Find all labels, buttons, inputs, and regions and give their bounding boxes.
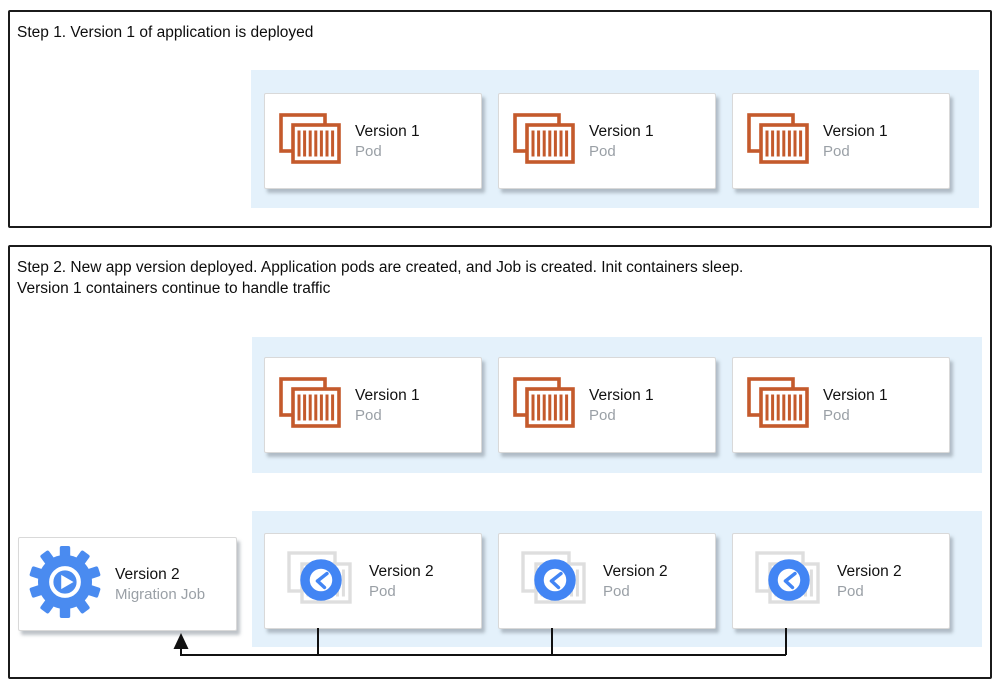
step2-v1-pod-1: Version 1 Pod (264, 357, 482, 453)
pod-type-label: Pod (355, 142, 382, 160)
pod-type-label: Pod (355, 406, 382, 424)
sleeping-container-clock-icon (753, 550, 823, 613)
pod-version-label: Version 1 (589, 122, 654, 140)
job-version-label: Version 2 (115, 565, 180, 583)
sleeping-container-clock-icon (519, 550, 589, 613)
step2-v1-pod-2: Version 1 Pod (498, 357, 716, 453)
sleeping-container-clock-icon (285, 550, 355, 613)
pod-version-label: Version 2 (369, 562, 434, 580)
container-icon (747, 113, 809, 170)
step2-v2-pod-1: Version 2 Pod (264, 533, 482, 629)
pod-version-label: Version 1 (823, 386, 888, 404)
pod-type-label: Pod (837, 582, 864, 600)
pod-version-label: Version 1 (355, 122, 420, 140)
pod-version-label: Version 1 (355, 386, 420, 404)
pod-type-label: Pod (589, 406, 616, 424)
step2-title-line2: Version 1 containers continue to handle … (17, 280, 331, 297)
job-type-label: Migration Job (115, 585, 206, 603)
pod-version-label: Version 1 (823, 122, 888, 140)
pod-type-label: Pod (369, 582, 396, 600)
container-icon (279, 113, 341, 170)
container-icon (513, 113, 575, 170)
step2-v1-pod-3: Version 1 Pod (732, 357, 950, 453)
step2-title-line1: Step 2. New app version deployed. Applic… (17, 259, 744, 276)
pod-type-label: Pod (603, 582, 630, 600)
pod-type-label: Pod (823, 406, 850, 424)
pod-version-label: Version 2 (603, 562, 668, 580)
container-icon (279, 377, 341, 434)
pod-type-label: Pod (589, 142, 616, 160)
step1-pod-1: Version 1 Pod (264, 93, 482, 189)
step1-pod-3: Version 1 Pod (732, 93, 950, 189)
pod-type-label: Pod (823, 142, 850, 160)
step2-v2-pod-2: Version 2 Pod (498, 533, 716, 629)
container-icon (747, 377, 809, 434)
container-icon (513, 377, 575, 434)
gear-play-job-icon (29, 546, 101, 623)
step1-title: Step 1. Version 1 of application is depl… (17, 24, 314, 41)
migration-job-card: Version 2 Migration Job (18, 537, 237, 631)
pod-version-label: Version 2 (837, 562, 902, 580)
step2-v2-pod-3: Version 2 Pod (732, 533, 950, 629)
step1-pod-2: Version 1 Pod (498, 93, 716, 189)
pod-version-label: Version 1 (589, 386, 654, 404)
